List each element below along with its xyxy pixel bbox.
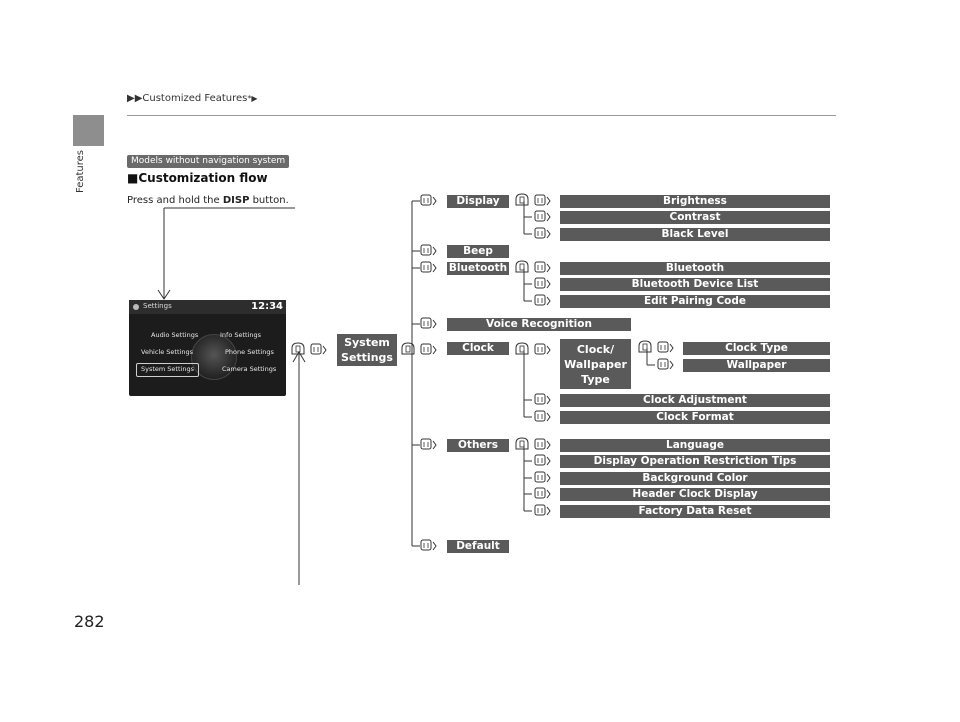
screen-title: Settings bbox=[143, 302, 172, 310]
screen-header bbox=[129, 300, 286, 314]
settings-screen: Settings 12:34 Audio Settings Info Setti… bbox=[129, 300, 286, 396]
flow-bluetooth-toggle: Bluetooth bbox=[560, 262, 830, 275]
flow-clock-type: Clock Type bbox=[683, 342, 830, 355]
flow-edit-pairing-code: Edit Pairing Code bbox=[560, 295, 830, 308]
screen-clock: 12:34 bbox=[251, 301, 283, 312]
instruction-suffix: button. bbox=[249, 195, 289, 206]
flow-language: Language bbox=[560, 439, 830, 452]
flow-voice-recognition: Voice Recognition bbox=[447, 318, 631, 331]
flow-clock-format: Clock Format bbox=[560, 411, 830, 424]
flow-beep: Beep bbox=[447, 245, 509, 258]
screen-item-phone[interactable]: Phone Settings bbox=[225, 348, 274, 356]
flow-clock-adjustment: Clock Adjustment bbox=[560, 394, 830, 407]
breadcrumb: ▶▶Customized Features*▶ bbox=[127, 93, 258, 104]
flow-bluetooth: Bluetooth bbox=[447, 262, 509, 275]
screen-item-system[interactable]: System Settings bbox=[141, 365, 194, 373]
flow-others: Others bbox=[447, 439, 509, 452]
flow-clock: Clock bbox=[447, 342, 509, 355]
instruction-text: Press and hold the DISP button. bbox=[127, 195, 289, 206]
breadcrumb-suffix: *▶ bbox=[247, 94, 258, 103]
model-badge: Models without navigation system bbox=[127, 155, 290, 168]
selection-highlight bbox=[136, 363, 199, 377]
settings-icon bbox=[133, 304, 139, 310]
flow-clock-wallpaper-type: Clock/ Wallpaper Type bbox=[560, 339, 631, 389]
flow-display: Display bbox=[447, 195, 509, 208]
section-tab bbox=[73, 115, 104, 146]
flow-brightness: Brightness bbox=[560, 195, 830, 208]
flow-default: Default bbox=[447, 540, 509, 553]
screen-item-audio[interactable]: Audio Settings bbox=[151, 331, 199, 339]
screen-item-vehicle[interactable]: Vehicle Settings bbox=[141, 348, 193, 356]
section-title: ■Customization flow bbox=[127, 171, 268, 185]
header-divider bbox=[127, 115, 836, 116]
flow-background-color: Background Color bbox=[560, 472, 830, 485]
screen-item-camera[interactable]: Camera Settings bbox=[222, 365, 277, 373]
disp-key-label: DISP bbox=[222, 195, 250, 206]
flow-bluetooth-device-list: Bluetooth Device List bbox=[560, 278, 830, 291]
flow-contrast: Contrast bbox=[560, 211, 830, 224]
system-settings-box: System Settings bbox=[337, 334, 397, 366]
breadcrumb-text: ▶▶Customized Features bbox=[127, 93, 248, 104]
flow-display-operation-restriction-tips: Display Operation Restriction Tips bbox=[560, 455, 830, 468]
flow-wallpaper: Wallpaper bbox=[683, 359, 830, 372]
flow-header-clock-display: Header Clock Display bbox=[560, 488, 830, 501]
instruction-prefix: Press and hold the bbox=[127, 195, 223, 206]
flow-black-level: Black Level bbox=[560, 228, 830, 241]
page-number: 282 bbox=[74, 612, 105, 631]
flow-factory-data-reset: Factory Data Reset bbox=[560, 505, 830, 518]
screen-item-info[interactable]: Info Settings bbox=[220, 331, 262, 339]
